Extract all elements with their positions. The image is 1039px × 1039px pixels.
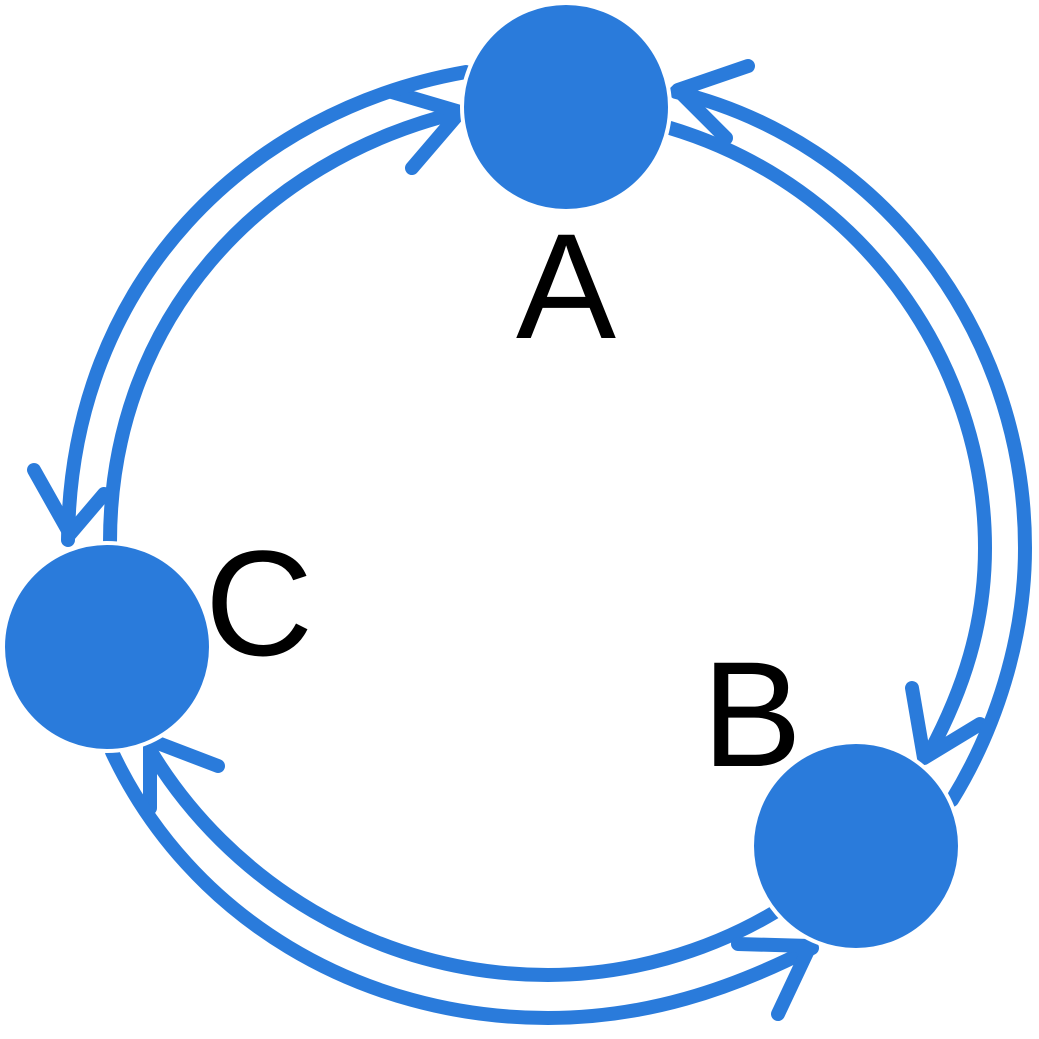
node-c-circle[interactable] — [1, 541, 213, 753]
edge-b-to-c — [143, 733, 782, 982]
edge-c-to-a — [103, 85, 467, 549]
node-b-label: B — [702, 630, 802, 798]
edge-c-to-b — [105, 745, 819, 1025]
edge-a-to-b — [663, 121, 992, 765]
node-c[interactable]: C — [1, 519, 313, 753]
edge-b-to-a — [669, 59, 1032, 807]
edges — [27, 59, 1032, 1025]
node-c-label: C — [205, 519, 313, 687]
node-a[interactable]: A — [460, 1, 672, 370]
node-a-label: A — [516, 202, 616, 370]
nodes: A B C — [1, 1, 962, 952]
node-a-circle[interactable] — [460, 1, 672, 213]
node-b[interactable]: B — [702, 630, 962, 952]
edge-a-to-c — [27, 65, 473, 547]
node-b-circle[interactable] — [750, 740, 962, 952]
